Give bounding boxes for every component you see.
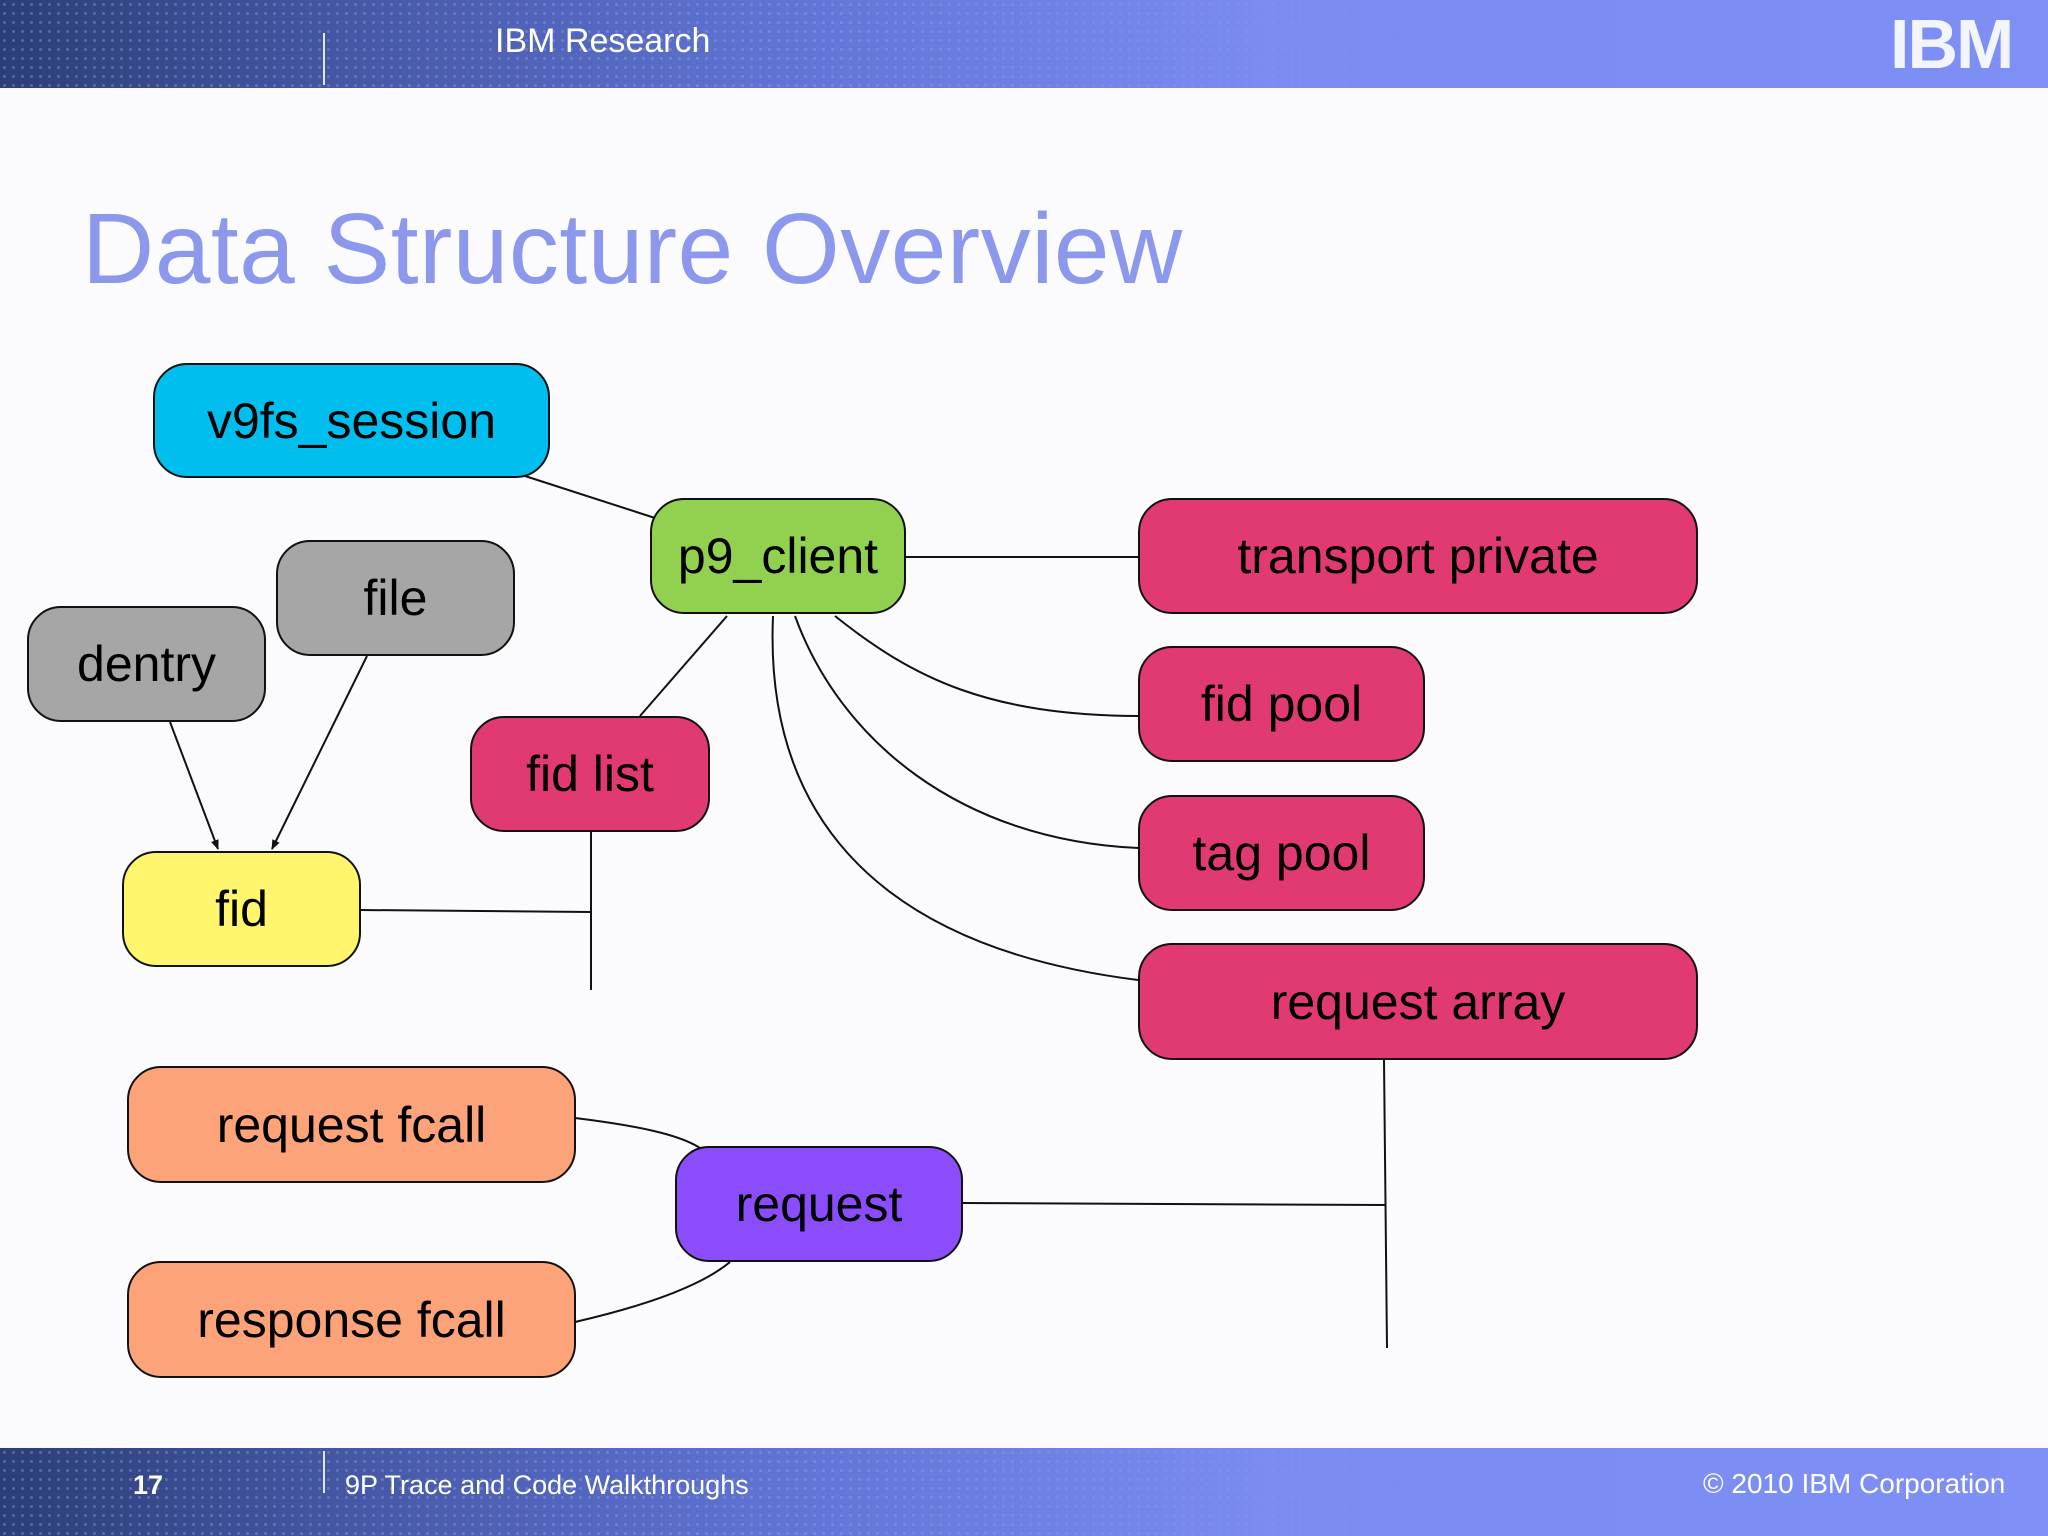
edge-client-request-array bbox=[771, 615, 1139, 981]
node-fid: fid bbox=[122, 851, 361, 967]
node-response-fcall: response fcall bbox=[127, 1261, 576, 1378]
node-request-array: request array bbox=[1138, 943, 1698, 1060]
node-request-label: request bbox=[735, 1176, 903, 1232]
arrow-file-fid bbox=[271, 655, 368, 850]
node-p9-client-label: p9_client bbox=[677, 528, 879, 584]
footer-separator bbox=[323, 1451, 325, 1493]
ibm-logo: IBM bbox=[1890, 5, 2014, 83]
node-fid-label: fid bbox=[215, 881, 268, 937]
node-fid-list-label: fid list bbox=[526, 746, 654, 802]
node-request-array-label: request array bbox=[1270, 973, 1566, 1030]
node-v9fs-session: v9fs_session bbox=[153, 363, 550, 478]
edge-response-fcall bbox=[574, 1261, 731, 1323]
slide-title: Data Structure Overview bbox=[82, 193, 1183, 305]
node-request-fcall: request fcall bbox=[127, 1066, 576, 1183]
node-tag-pool: tag pool bbox=[1138, 795, 1425, 911]
edge-request-array-stem bbox=[1383, 1059, 1388, 1349]
node-p9-client: p9_client bbox=[650, 498, 906, 614]
node-request: request bbox=[675, 1146, 963, 1262]
node-fid-pool: fid pool bbox=[1138, 646, 1425, 762]
node-fid-pool-label: fid pool bbox=[1200, 676, 1363, 732]
node-file: file bbox=[276, 540, 515, 656]
node-dentry-label: dentry bbox=[77, 636, 216, 692]
node-tag-pool-label: tag pool bbox=[1192, 825, 1371, 881]
deck-title: 9P Trace and Code Walkthroughs bbox=[345, 1470, 749, 1500]
node-fid-list: fid list bbox=[470, 716, 710, 832]
node-transport-private-label: transport private bbox=[1237, 528, 1599, 584]
node-v9fs-session-label: v9fs_session bbox=[206, 392, 497, 449]
node-dentry: dentry bbox=[27, 606, 266, 722]
node-request-fcall-label: request fcall bbox=[216, 1096, 487, 1153]
edge-request-fcall bbox=[574, 1117, 701, 1149]
edge-client-tag-pool bbox=[794, 615, 1139, 849]
edge-session-client bbox=[524, 475, 656, 519]
header-dot-pattern bbox=[0, 0, 2048, 88]
edge-fid-to-fid-list bbox=[359, 909, 592, 913]
edge-client-fid-pool bbox=[834, 615, 1139, 717]
arrow-dentry-fid bbox=[169, 721, 219, 850]
node-transport-private: transport private bbox=[1138, 498, 1698, 614]
header-bar: IBM Research IBM bbox=[0, 0, 2048, 88]
footer-bar: 17 9P Trace and Code Walkthroughs © 2010… bbox=[0, 1448, 2048, 1536]
node-file-label: file bbox=[363, 570, 428, 626]
header-separator bbox=[323, 33, 325, 85]
footer-dot-pattern bbox=[0, 1448, 2048, 1536]
edge-client-fid-list bbox=[639, 615, 728, 717]
page-number: 17 bbox=[133, 1470, 164, 1500]
copyright: © 2010 IBM Corporation bbox=[1703, 1468, 2006, 1499]
header-org-label: IBM Research bbox=[495, 22, 711, 60]
edge-request-to-array bbox=[961, 1202, 1386, 1206]
node-response-fcall-label: response fcall bbox=[197, 1291, 506, 1348]
